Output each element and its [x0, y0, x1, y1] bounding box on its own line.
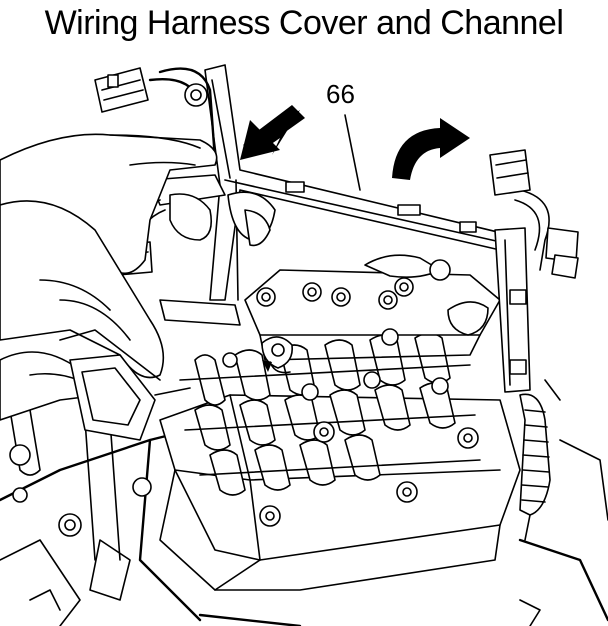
electrical-connector-top-right: [489, 149, 531, 196]
callout-label-66: 66: [326, 79, 355, 109]
push-direction-arrow: [240, 105, 305, 160]
callout-66: 66: [326, 79, 361, 191]
harness-clip-center: [261, 336, 294, 369]
harness-clip-upper: [184, 83, 208, 107]
upper-valve-body: [244, 254, 501, 361]
electrical-connector-top-left: [94, 67, 149, 113]
harness-clip-right: [447, 301, 489, 336]
harness-cover-frame: [59, 329, 191, 441]
wiring-harness: [94, 67, 579, 541]
rotation-arrow: [392, 118, 470, 180]
valve-body-bolts: [222, 352, 479, 527]
clip-release-arrow: [262, 360, 291, 374]
valve-body: [159, 332, 521, 591]
technician-hands: [0, 133, 276, 421]
diagram-title: Wiring Harness Cover and Channel: [44, 4, 564, 42]
valve-spools: [179, 332, 481, 496]
electrical-connector-right: [545, 227, 579, 279]
